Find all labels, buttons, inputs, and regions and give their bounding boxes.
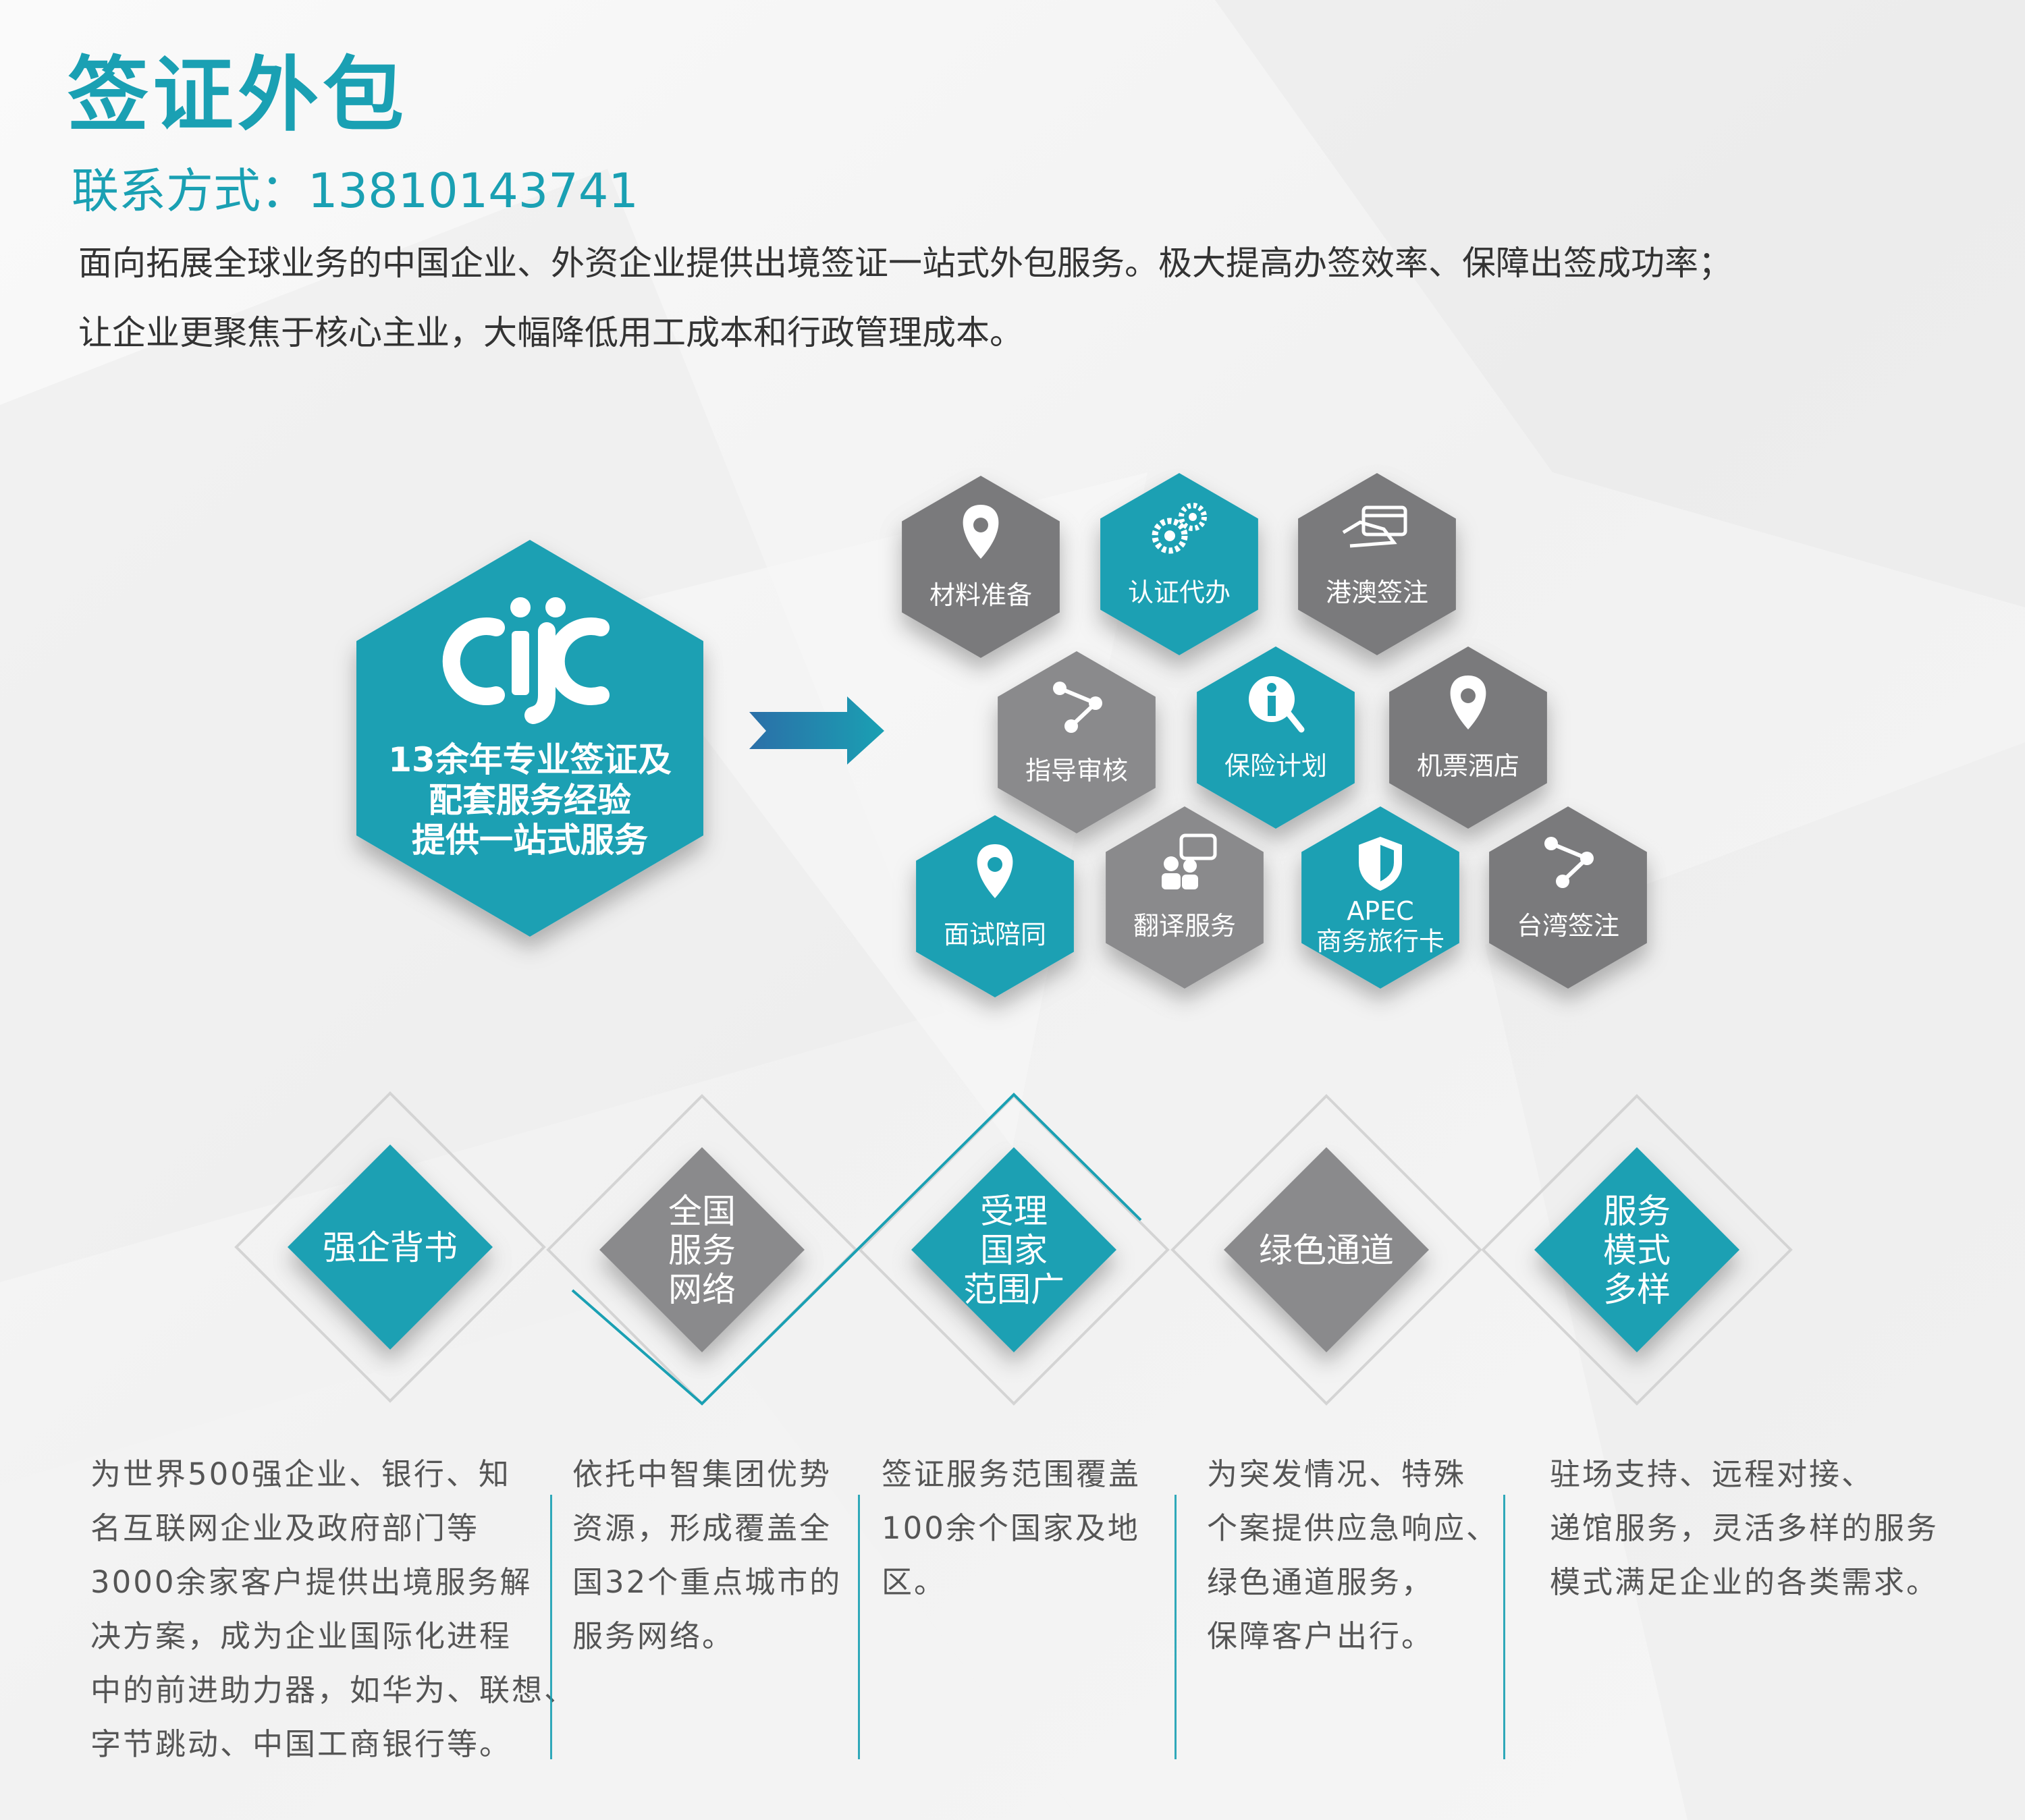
feature-label: 强企背书 xyxy=(323,1228,458,1267)
service-label: 材料准备 xyxy=(929,580,1032,610)
feature-description-4: 为突发情况、特殊个案提供应急响应、绿色通道服务， 保障客户出行。 xyxy=(1207,1447,1498,1663)
contact-info: 联系方式：13810143741 xyxy=(72,163,639,219)
service-label: 保险计划 xyxy=(1224,751,1327,781)
main-hex-line-2: 配套服务经验 xyxy=(429,781,631,820)
service-hex-7 xyxy=(916,815,1074,997)
description-line: 驻场支持、远程对接、 xyxy=(1550,1456,1874,1492)
feature-diamond-5 xyxy=(1481,1094,1793,1406)
feature-description-2: 依托中智集团优势资源，形成覆盖全国32个重点城市的服务网络。 xyxy=(572,1447,842,1663)
description-line: 资源，形成覆盖全 xyxy=(572,1510,832,1546)
service-hex-9 xyxy=(1301,806,1459,989)
service-hex-4 xyxy=(998,651,1156,833)
description-line: 3000余家客户提供出境服务解 xyxy=(90,1564,533,1600)
card-hand-icon xyxy=(1342,505,1407,548)
feature-label: 绿色通道 xyxy=(1259,1231,1394,1270)
feature-description-1: 为世界500强企业、银行、知名互联网企业及政府部门等 3000余家客户提供出境服务… xyxy=(90,1447,576,1771)
description-line: 为突发情况、特殊 xyxy=(1207,1456,1467,1492)
description-line: 保障客户出行。 xyxy=(1207,1618,1434,1654)
service-label: 认证代办 xyxy=(1128,578,1231,607)
feature-label: 服务 xyxy=(1603,1192,1671,1231)
page-title: 签证外包 xyxy=(68,49,408,142)
service-hex-10 xyxy=(1489,806,1647,989)
description-line: 递馆服务，灵活多样的服务 xyxy=(1550,1510,1939,1546)
service-hex-3 xyxy=(1298,473,1456,655)
column-separator xyxy=(1503,1495,1505,1759)
feature-label: 服务 xyxy=(668,1231,736,1270)
network-icon xyxy=(1053,682,1102,733)
service-label: 港澳签注 xyxy=(1326,578,1428,607)
accent-line xyxy=(571,1093,1142,1406)
main-hex-line-3: 提供一站式服务 xyxy=(412,821,648,860)
description-line-2: 让企业更聚焦于核心主业，大幅降低用工成本和行政管理成本。 xyxy=(78,313,1023,352)
feature-diamond-4 xyxy=(1170,1094,1482,1406)
shield-icon xyxy=(1359,837,1402,891)
service-hex-1 xyxy=(902,476,1060,658)
description-line: 服务网络。 xyxy=(572,1618,735,1654)
service-label: 翻译服务 xyxy=(1133,911,1236,941)
service-label: 面试陪同 xyxy=(944,920,1046,949)
description-line: 个案提供应急响应、 xyxy=(1207,1510,1499,1546)
feature-label: 范围广 xyxy=(963,1270,1064,1309)
location-pin-icon xyxy=(963,505,999,559)
description-line: 模式满足企业的各类需求。 xyxy=(1550,1564,1939,1600)
service-hex-2 xyxy=(1100,473,1258,655)
description-line: 依托中智集团优势 xyxy=(572,1456,832,1492)
feature-diamond-1 xyxy=(234,1091,546,1403)
description-line: 100余个国家及地 xyxy=(882,1510,1140,1546)
description-line: 绿色通道服务， xyxy=(1207,1564,1434,1600)
description-line: 签证服务范围覆盖 xyxy=(882,1456,1141,1492)
feature-label: 模式 xyxy=(1603,1231,1671,1270)
info-icon xyxy=(1249,676,1305,733)
service-label: 机票酒店 xyxy=(1417,751,1519,781)
description-line: 区。 xyxy=(882,1564,947,1600)
description-line: 国32个重点城市的 xyxy=(572,1564,842,1600)
feature-label: 国家 xyxy=(980,1231,1048,1270)
service-label: APEC xyxy=(1347,896,1413,926)
description-line: 决方案，成为企业国际化进程 xyxy=(90,1618,512,1654)
main-hex-line-1: 13余年专业签证及 xyxy=(388,740,672,779)
description-line: 名互联网企业及政府部门等 xyxy=(90,1510,480,1546)
feature-diamond-3 xyxy=(858,1094,1170,1406)
column-separator xyxy=(858,1495,860,1759)
service-hex-6 xyxy=(1389,646,1547,829)
network-icon xyxy=(1544,837,1594,888)
location-pin-icon xyxy=(1450,675,1486,729)
feature-label: 多样 xyxy=(1603,1270,1671,1309)
column-separator xyxy=(1174,1495,1177,1759)
service-label-line-2: 商务旅行卡 xyxy=(1316,927,1444,956)
arrow-icon xyxy=(749,696,884,765)
people-chat-icon xyxy=(1162,833,1217,889)
description-line: 为世界500强企业、银行、知 xyxy=(90,1456,511,1492)
service-label: 指导审核 xyxy=(1025,756,1128,785)
feature-label: 网络 xyxy=(668,1270,736,1309)
main-hexagon xyxy=(356,540,703,937)
description-line: 字节跳动、中国工商银行等。 xyxy=(90,1726,512,1762)
description-line-1: 面向拓展全球业务的中国企业、外资企业提供出境签证一站式外包服务。极大提高办签效率… xyxy=(78,244,1732,283)
column-separator xyxy=(550,1495,552,1759)
location-pin-icon xyxy=(977,844,1013,898)
feature-label: 全国 xyxy=(668,1192,736,1231)
feature-description-3: 签证服务范围覆盖 100余个国家及地区。 xyxy=(882,1447,1141,1609)
gears-icon xyxy=(1152,503,1207,554)
service-label: 台湾签注 xyxy=(1517,911,1619,941)
description-line: 中的前进助力器，如华为、联想、 xyxy=(90,1672,577,1708)
service-hex-5 xyxy=(1197,646,1355,829)
feature-description-5: 驻场支持、远程对接、递馆服务，灵活多样的服务模式满足企业的各类需求。 xyxy=(1550,1447,1939,1609)
service-hex-8 xyxy=(1106,806,1264,989)
feature-label: 受理 xyxy=(980,1192,1048,1231)
ciic-logo xyxy=(442,597,610,724)
